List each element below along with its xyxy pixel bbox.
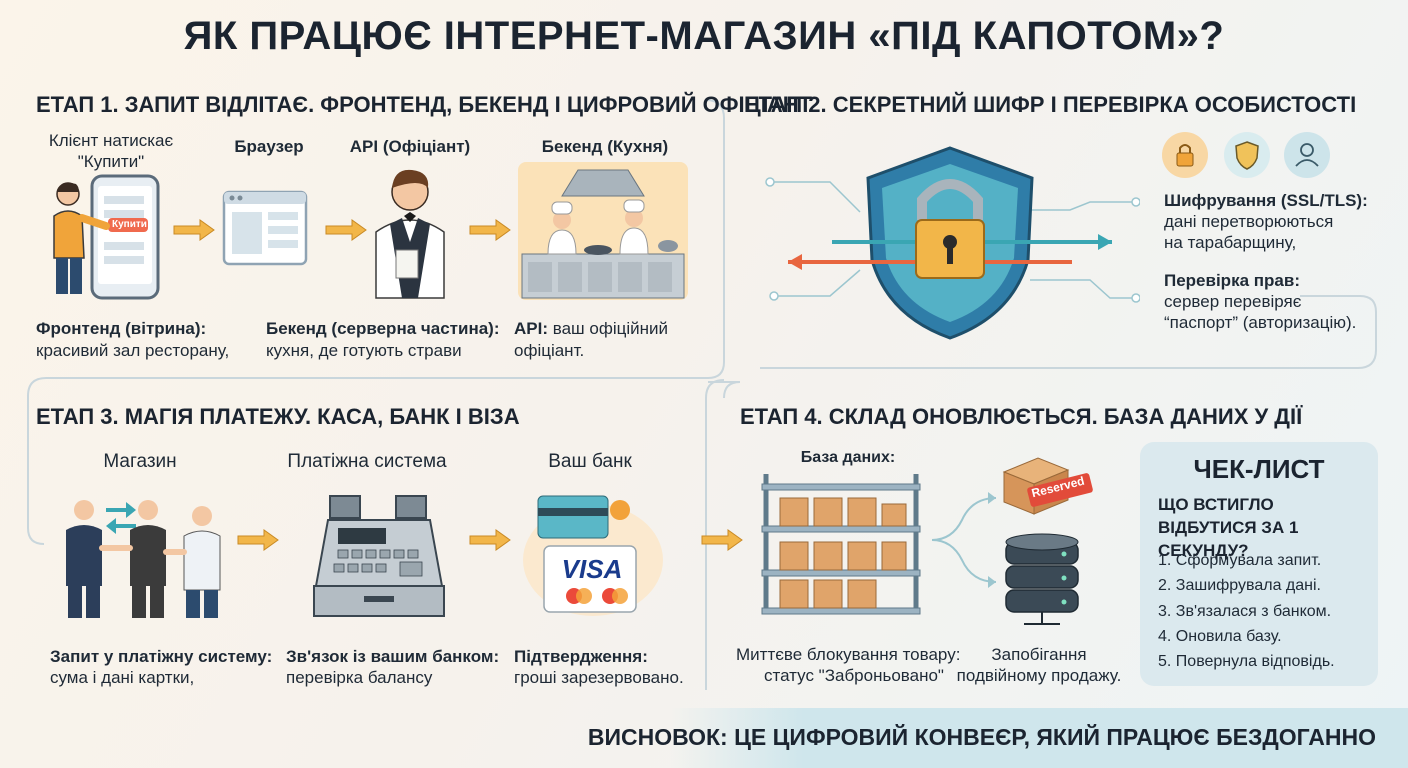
arrow-right-icon <box>237 529 279 551</box>
arrow-right-icon <box>325 219 367 241</box>
page-title: ЯК ПРАЦЮЄ ІНТЕРНЕТ-МАГАЗИН «ПІД КАПОТОМ»… <box>183 14 1225 58</box>
payment-system-label: Платіжна система <box>287 451 447 472</box>
encryption-text-1: дані перетворюються <box>1164 212 1334 231</box>
stage2-heading: ЕТАП 2. СЕКРЕТНИЙ ШИФР І ПЕРЕВІРКА ОСОБИ… <box>744 92 1357 117</box>
lock-icon <box>1162 132 1208 178</box>
shield-icon <box>1224 132 1270 178</box>
checklist-items: 1. Сформувала запит. 2. Зашифрувала дані… <box>1158 548 1335 674</box>
api-label: API (Офіціант) <box>349 137 471 156</box>
checklist-item: 2. Зашифрувала дані. <box>1158 577 1321 595</box>
backend-caption-title: Бекенд (серверна частина): <box>266 319 500 338</box>
phone-buy-button: Купити <box>112 219 147 230</box>
frontend-caption-text: красивий зал ресторану, <box>36 341 230 360</box>
cash-register-icon <box>313 495 445 617</box>
waiter-icon <box>375 169 445 299</box>
shelf-icon <box>761 474 921 615</box>
prevent-caption-line1: Запобігання <box>991 645 1087 664</box>
client-label-line2: "Купити" <box>77 152 145 171</box>
branch-connector <box>932 492 997 588</box>
visa-card-icon <box>523 495 663 616</box>
visa-label: VISA <box>561 554 623 584</box>
shop-caption-title: Запит у платіжну систему: <box>50 647 273 666</box>
bank-caption-text: гроші зарезервовано. <box>514 668 684 687</box>
checklist-panel: ЧЕК-ЛИСТ ЩО ВСТИГЛО ВІДБУТИСЯ ЗА 1 СЕКУН… <box>1140 442 1378 686</box>
stage3-heading: ЕТАП 3. МАГІЯ ПЛАТЕЖУ. КАСА, БАНК І ВІЗА <box>36 404 520 429</box>
conclusion-banner: ВИСНОВОК: ЦЕ ЦИФРОВИЙ КОНВЕЄР, ЯКИЙ ПРАЦ… <box>588 708 1408 768</box>
arrow-right-icon <box>469 529 511 551</box>
stage1-heading: ЕТАП 1. ЗАПИТ ВІДЛІТАЄ. ФРОНТЕНД, БЕКЕНД… <box>36 92 813 117</box>
shop-caption-text: сума і дані картки, <box>50 668 195 687</box>
conclusion-text: ВИСНОВОК: ЦЕ ЦИФРОВИЙ КОНВЕЄР, ЯКИЙ ПРАЦ… <box>587 724 1376 750</box>
payment-caption-text: перевірка балансу <box>286 668 433 687</box>
bank-label: Ваш банк <box>548 451 632 472</box>
auth-text-2: “паспорт” (авторизацію). <box>1164 313 1357 332</box>
encryption-title: Шифрування (SSL/TLS): <box>1164 191 1368 210</box>
backend-caption-text: кухня, де готують страви <box>266 341 462 360</box>
shield-lock-illustration <box>765 146 1140 340</box>
browser-icon <box>222 190 308 266</box>
block-caption-title: Миттєве блокування товару: <box>736 645 961 664</box>
checklist-item: 1. Сформувала запит. <box>1158 552 1322 569</box>
auth-text-1: сервер перевіряє <box>1164 292 1302 311</box>
database-icon <box>1005 533 1079 625</box>
arrow-right-icon <box>469 219 511 241</box>
encryption-text-2: на тарабарщину, <box>1164 233 1297 252</box>
checklist-item: 5. Повернула відповідь. <box>1158 653 1335 671</box>
phone-icon <box>53 174 160 300</box>
user-icon <box>1284 132 1330 178</box>
checklist-item: 4. Оновила базу. <box>1158 627 1282 645</box>
checklist-title: ЧЕК-ЛИСТ <box>1193 454 1325 484</box>
prevent-caption-line2: подвійному продажу. <box>956 666 1122 685</box>
chef-kitchen-icon <box>518 162 688 300</box>
client-label-line1: Клієнт натискає <box>48 131 174 150</box>
frontend-caption-title: Фронтенд (вітрина): <box>36 319 207 338</box>
reserved-box-icon <box>1002 457 1093 515</box>
handshake-people-icon <box>66 500 221 618</box>
block-caption-text: статус "Заброньовано" <box>764 666 944 685</box>
auth-title: Перевірка прав: <box>1164 271 1300 290</box>
arrow-right-icon <box>701 529 743 551</box>
api-caption-text2: офіціант. <box>514 341 585 360</box>
stage4-heading: ЕТАП 4. СКЛАД ОНОВЛЮЄТЬСЯ. БАЗА ДАНИХ У … <box>740 404 1303 429</box>
api-caption: API: ваш офіційний <box>514 319 668 338</box>
backend-label: Бекенд (Кухня) <box>541 137 669 156</box>
bank-caption-title: Підтвердження: <box>514 647 648 666</box>
checklist-item: 3. Зв'язалася з банком. <box>1158 602 1332 620</box>
checklist-subtitle: ЩО ВСТИГЛО ВІДБУТИСЯ ЗА 1 СЕКУНДУ? <box>1158 495 1299 560</box>
database-label: База даних: <box>800 449 896 466</box>
shop-label: Магазин <box>103 451 177 472</box>
arrow-right-icon <box>173 219 215 241</box>
payment-caption-title: Зв'язок із вашим банком: <box>286 647 500 666</box>
browser-label: Браузер <box>234 137 304 156</box>
